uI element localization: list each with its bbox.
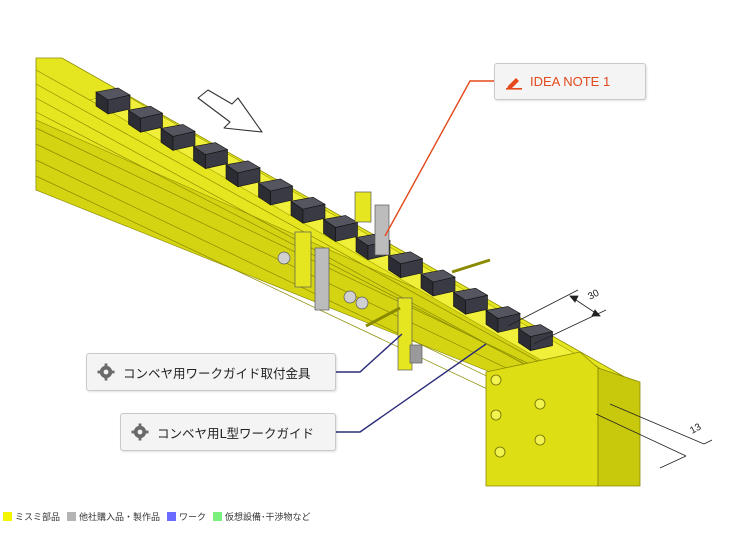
end-frame-right [597, 367, 641, 487]
legend-item-misumi: ミスミ部品 [3, 510, 60, 523]
work-piece [192, 142, 229, 170]
dimension-13 [595, 403, 713, 469]
work-pieces [95, 87, 554, 352]
dimension-30-label: 30 [586, 288, 601, 303]
legend-label: 仮想設備･干渉物など [225, 513, 311, 523]
idea-note-label: IDEA NOTE 1 [530, 74, 611, 89]
work-piece [517, 324, 554, 352]
legend-item-other: 他社購入品・製作品 [67, 510, 160, 523]
l-work-guide-label: コンベヤ用L型ワークガイド [157, 425, 314, 441]
idea-note-callout[interactable]: IDEA NOTE 1 [494, 63, 646, 100]
legend-label: ワーク [179, 513, 207, 523]
work-piece [95, 87, 131, 115]
work-piece [387, 251, 424, 279]
idea-note-leader [384, 80, 494, 237]
legend-label: 他社購入品・製作品 [79, 513, 161, 523]
dimension-13-label: 13 [688, 422, 703, 437]
work-guide-bracket-callout[interactable]: コンベヤ用ワークガイド取付金具 [86, 353, 336, 391]
work-guide-brackets [277, 191, 491, 371]
legend-label: ミスミ部品 [15, 513, 61, 523]
end-frame-plate [485, 351, 599, 487]
legend-swatch [3, 512, 12, 521]
legend-swatch [213, 512, 223, 521]
work-piece [257, 178, 294, 206]
legend-swatch [67, 512, 77, 521]
l-work-guide-callout[interactable]: コンベヤ用L型ワークガイド [120, 413, 336, 451]
legend-item-virtual: 仮想設備･干渉物など [213, 510, 311, 523]
work-piece [322, 215, 359, 242]
work-piece [290, 196, 326, 224]
bracket-leader [336, 333, 403, 373]
guide-leader [336, 343, 487, 433]
work-guide-bracket-label: コンベヤ用ワークガイド取付金具 [123, 365, 311, 381]
work-piece [452, 287, 489, 315]
work-piece [127, 105, 164, 133]
pencil-icon [506, 77, 522, 90]
dimension-30 [507, 289, 607, 345]
legend-swatch [167, 512, 177, 521]
color-legend: ミスミ部品 他社購入品・製作品 ワーク 仮想設備･干渉物など [3, 510, 318, 523]
work-piece [225, 160, 261, 188]
mounting-holes [490, 374, 546, 458]
flow-direction-arrow [197, 89, 263, 133]
work-piece [420, 269, 456, 297]
work-piece [485, 306, 521, 333]
gear-icon [97, 363, 115, 381]
gear-icon [131, 423, 149, 441]
legend-item-work: ワーク [167, 510, 206, 523]
work-piece [160, 124, 196, 151]
